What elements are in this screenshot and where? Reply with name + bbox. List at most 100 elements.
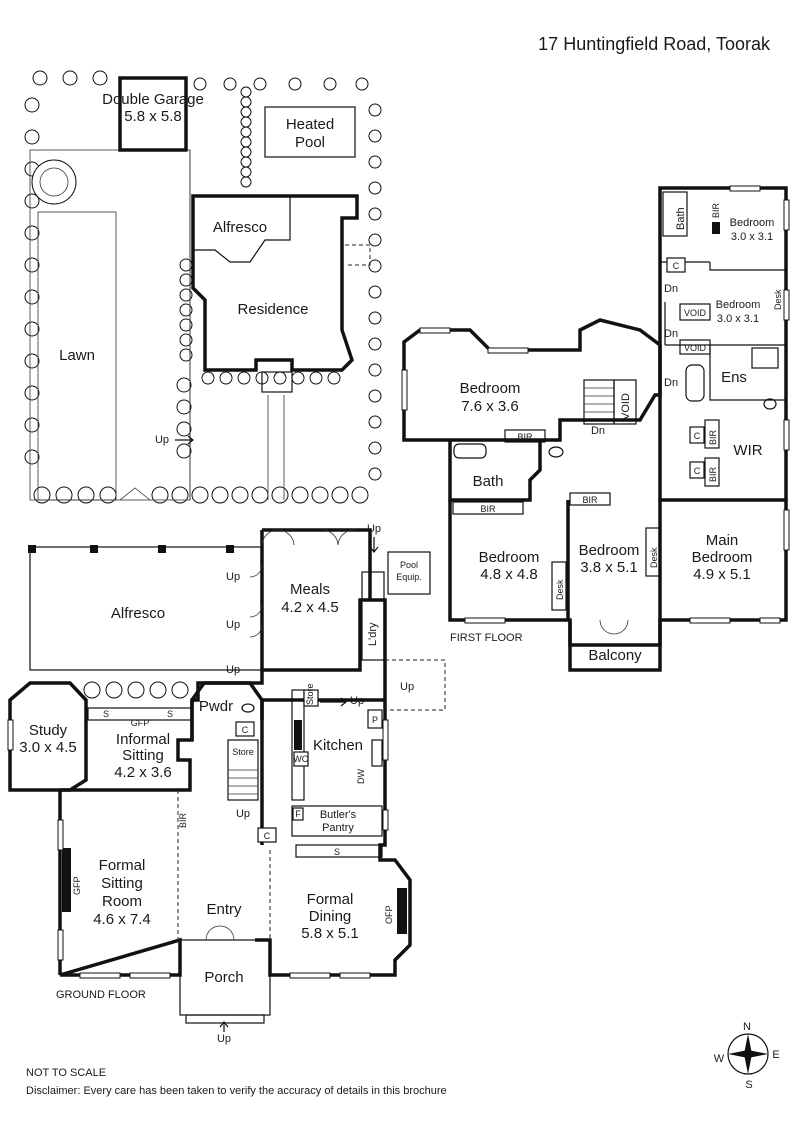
pool-line1: Heated	[286, 116, 334, 133]
compass-e: E	[772, 1049, 779, 1061]
bed3-bir-label: BIR	[480, 504, 496, 514]
hedge-tree-icon	[240, 166, 252, 178]
first-c1: C	[673, 261, 680, 271]
kitchen-up-arrow-icon	[320, 697, 347, 707]
butlers-f: F	[295, 809, 301, 819]
hedge-tree-icon	[179, 303, 193, 317]
entry-door	[205, 925, 235, 941]
first-c3: C	[694, 466, 701, 476]
lawn-strip	[37, 211, 117, 501]
hedge-tree-icon	[24, 225, 40, 241]
sink-icon	[371, 739, 383, 767]
first-c1-box	[666, 257, 686, 273]
dining-s: S	[334, 847, 340, 857]
informal-gfp: GFP	[131, 718, 150, 728]
site-up-arrow-icon	[175, 435, 194, 445]
dw-label: DW	[356, 769, 366, 784]
window-mark	[759, 617, 781, 624]
bed2-name: Bedroom	[716, 299, 761, 311]
laundry-room	[361, 571, 385, 661]
hedge-tree-icon	[271, 486, 289, 504]
post-4	[226, 545, 234, 553]
bedroom-large-dims: 7.6 x 3.6	[461, 398, 519, 415]
kitchen-label: Kitchen	[313, 737, 363, 754]
window-mark	[382, 809, 389, 831]
wo-box	[293, 751, 309, 767]
window-mark	[129, 972, 171, 979]
hedge-tree-icon	[240, 176, 252, 188]
window-mark	[729, 185, 761, 192]
hedge-tree-icon	[368, 415, 382, 429]
garage-dims: 5.8 x 5.8	[124, 108, 182, 125]
bath-label: Bath	[473, 473, 504, 490]
bed4-name: Bedroom	[579, 542, 640, 559]
informal-s2: S	[167, 709, 173, 719]
hedge-tree-icon	[24, 353, 40, 369]
hedge-tree-icon	[231, 486, 249, 504]
hedge-tree-icon	[24, 417, 40, 433]
hedge-tree-icon	[368, 233, 382, 247]
site-alfresco-label: Alfresco	[213, 219, 267, 236]
post-1	[28, 545, 36, 553]
window-mark	[783, 509, 790, 551]
hedge-tree-icon	[288, 77, 302, 91]
alfresco-up-2: Up	[226, 619, 240, 631]
bir-top	[504, 429, 546, 443]
window-mark	[783, 289, 790, 321]
hedge-tree-icon	[179, 348, 193, 362]
window-mark	[464, 617, 506, 624]
dining-ofp: OFP	[384, 905, 394, 924]
hedge-tree-icon	[179, 318, 193, 332]
bed4-dims: 3.8 x 5.1	[580, 559, 638, 576]
garage-dims-label: 5.8 x 5.8	[124, 108, 182, 125]
hedge-tree-icon	[368, 259, 382, 273]
first-floor-plan: Bedroom 7.6 x 3.6 VOID Dn BIR Bath Bath …	[402, 186, 788, 672]
first-floor-label: FIRST FLOOR	[450, 632, 523, 644]
entry-c-box	[257, 827, 277, 843]
compass-s: S	[745, 1079, 752, 1091]
hedge-tree-icon	[291, 486, 309, 504]
heated-pool	[264, 106, 356, 158]
meals-walls	[260, 528, 372, 670]
porch-label: Porch	[204, 969, 243, 986]
bedroom-large-name: Bedroom	[460, 380, 521, 397]
hedge-tree-icon	[368, 129, 382, 143]
hedge-tree-icon	[240, 96, 252, 108]
formal-sitting-line1: Formal	[99, 857, 146, 874]
wir-bir-1	[704, 419, 720, 449]
wir-bir-2-label: BIR	[708, 466, 718, 482]
hedge-tree-icon	[24, 289, 40, 305]
bath-tub-icon	[453, 443, 487, 459]
butlers-pantry	[291, 805, 383, 837]
hedge-tree-icon	[176, 377, 192, 393]
window-mark	[289, 972, 331, 979]
void-stair-treads	[584, 387, 614, 413]
hedge-tree-icon	[176, 443, 192, 459]
void-label: VOID	[620, 393, 632, 420]
porch-up-label: Up	[217, 1033, 231, 1045]
wo-label: WO	[293, 754, 309, 764]
hedge-tree-icon	[351, 486, 369, 504]
hedge-tree-icon	[368, 155, 382, 169]
window-mark	[783, 199, 790, 231]
pool-up-arrow-icon	[369, 537, 379, 553]
hedge-tree-icon	[311, 486, 329, 504]
hedge-tree-icon	[83, 681, 101, 699]
void-box-1	[679, 303, 711, 321]
formal-dining-dims: 5.8 x 5.1	[301, 925, 359, 942]
hedge-tree-icon	[176, 421, 192, 437]
hedge-tree-icon	[240, 86, 252, 98]
pwdr-c: C	[242, 725, 249, 735]
porch-step	[185, 1014, 265, 1024]
hedge-tree-icon	[223, 77, 237, 91]
hedge-tree-icon	[62, 70, 78, 86]
double-garage	[118, 76, 188, 152]
ofp-fireplace	[397, 888, 407, 934]
bed3-dims: 4.8 x 4.8	[480, 566, 538, 583]
pool-equip-line2: Equip.	[396, 572, 422, 582]
compass-needle-ew	[728, 1050, 768, 1058]
formal-sitting-line2: Sitting	[101, 875, 143, 892]
site-alfresco-outline	[192, 195, 291, 263]
pwdr-c-box	[235, 721, 255, 737]
